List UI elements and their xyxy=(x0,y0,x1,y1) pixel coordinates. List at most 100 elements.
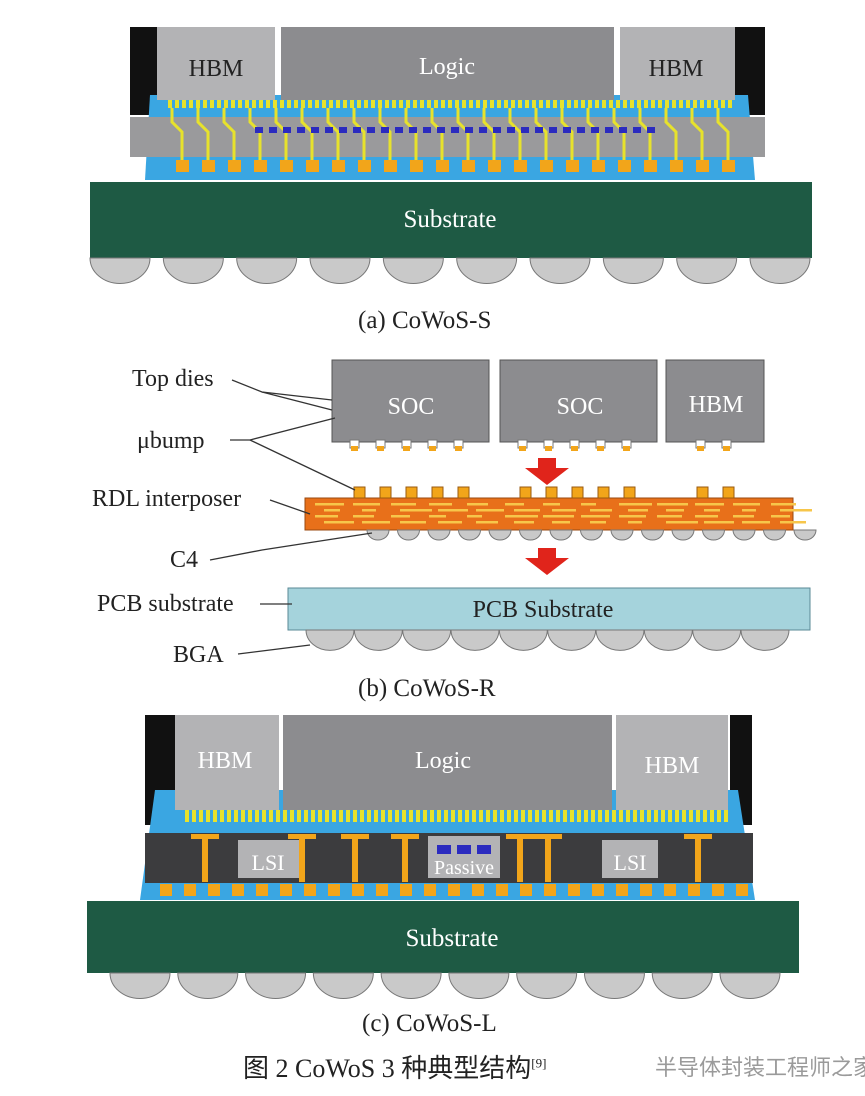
bga-ball xyxy=(749,257,811,284)
rdl-bump xyxy=(571,486,584,499)
micro-bump xyxy=(479,810,483,822)
soc-2-label: SOC xyxy=(557,394,604,420)
rdl-trace xyxy=(581,515,610,518)
c4-bump xyxy=(396,529,421,541)
micro-bump xyxy=(637,100,641,108)
via xyxy=(633,127,641,133)
micro-bump xyxy=(507,810,511,822)
interposer-wire xyxy=(300,108,314,160)
micro-bump xyxy=(339,810,343,822)
c4-bump xyxy=(306,160,319,172)
micro-bump xyxy=(605,810,609,822)
passive-component xyxy=(437,845,451,854)
c4-bump xyxy=(664,884,676,896)
micro-bump xyxy=(280,100,284,108)
micro-bump xyxy=(269,810,273,822)
passive-components xyxy=(437,845,491,854)
die-solder xyxy=(597,446,604,451)
micro-bump xyxy=(546,100,550,108)
hbm-right-label: HBM xyxy=(649,56,704,82)
c4-bump xyxy=(793,529,817,541)
micro-bumps xyxy=(185,810,728,822)
c4-bump xyxy=(208,884,220,896)
micro-bump xyxy=(245,100,249,108)
die-solder xyxy=(571,446,578,451)
micro-bump xyxy=(714,100,718,108)
rdl-trace xyxy=(476,521,498,524)
micro-bump xyxy=(602,100,606,108)
micro-bump xyxy=(395,810,399,822)
c4-bump xyxy=(701,529,726,541)
micro-bump xyxy=(444,810,448,822)
soc-1-label: SOC xyxy=(388,394,435,420)
caption-c: (c) CoWoS-L xyxy=(362,1010,497,1037)
micro-bump xyxy=(581,100,585,108)
substrate-label: Substrate xyxy=(405,925,498,952)
via xyxy=(605,127,613,133)
c4-bump xyxy=(488,529,512,541)
through-via xyxy=(695,834,701,882)
interposer-wire xyxy=(274,108,288,160)
bga-ball xyxy=(719,972,781,999)
c4-bump xyxy=(376,884,388,896)
interposer-wire xyxy=(482,108,496,160)
substrate-label: Substrate xyxy=(403,206,496,233)
micro-bump xyxy=(560,100,564,108)
via xyxy=(493,127,501,133)
rdl-trace xyxy=(324,509,340,512)
c4-bump xyxy=(688,884,700,896)
via xyxy=(647,127,655,133)
micro-bump xyxy=(710,810,714,822)
micro-bump xyxy=(455,100,459,108)
rdl-trace xyxy=(657,503,688,506)
micro-bump xyxy=(693,100,697,108)
micro-bump xyxy=(497,100,501,108)
micro-bump xyxy=(668,810,672,822)
micro-bump xyxy=(441,100,445,108)
c4-bump xyxy=(427,529,451,541)
micro-bump xyxy=(640,810,644,822)
micro-bump xyxy=(651,100,655,108)
micro-bump xyxy=(185,810,189,822)
micro-bump xyxy=(679,100,683,108)
soc-die-2 xyxy=(499,359,658,443)
micro-bump xyxy=(465,810,469,822)
c4-bump xyxy=(722,160,735,172)
rdl-trace xyxy=(628,509,648,512)
micro-bump xyxy=(448,100,452,108)
bga-ball xyxy=(245,972,307,999)
micro-bump xyxy=(665,100,669,108)
rdl-trace xyxy=(429,515,446,518)
c4-bump xyxy=(424,884,436,896)
via xyxy=(367,127,375,133)
micro-bump xyxy=(220,810,224,822)
panel-c-cowos-l: HBM Logic HBM LSI Passive LSI Substrate xyxy=(87,715,799,999)
micro-bump xyxy=(182,100,186,108)
micro-bump xyxy=(591,810,595,822)
assembly-arrow-1 xyxy=(525,458,569,485)
micro-bump xyxy=(238,100,242,108)
micro-bump xyxy=(707,100,711,108)
c4-bump xyxy=(579,529,604,541)
bga-balls xyxy=(109,972,781,999)
label-rdl-interposer: RDL interposer xyxy=(92,486,241,512)
via xyxy=(465,127,473,133)
bga-ball xyxy=(236,257,298,284)
rdl-trace xyxy=(742,521,770,524)
micro-bump xyxy=(696,810,700,822)
passive-label: Passive xyxy=(434,857,494,879)
micro-bump xyxy=(175,100,179,108)
rdl-bump xyxy=(405,486,418,499)
c4-bump xyxy=(514,160,527,172)
caption-a: (a) CoWoS-S xyxy=(358,307,492,334)
rdl-trace xyxy=(467,515,482,518)
rdl-trace xyxy=(353,515,374,518)
rdl-trace xyxy=(362,509,376,512)
micro-bump xyxy=(301,100,305,108)
via xyxy=(269,127,277,133)
micro-bump xyxy=(231,100,235,108)
c4-bumps xyxy=(160,884,748,896)
rdl-trace xyxy=(742,509,756,512)
bga-ball xyxy=(402,629,452,651)
via xyxy=(451,127,459,133)
